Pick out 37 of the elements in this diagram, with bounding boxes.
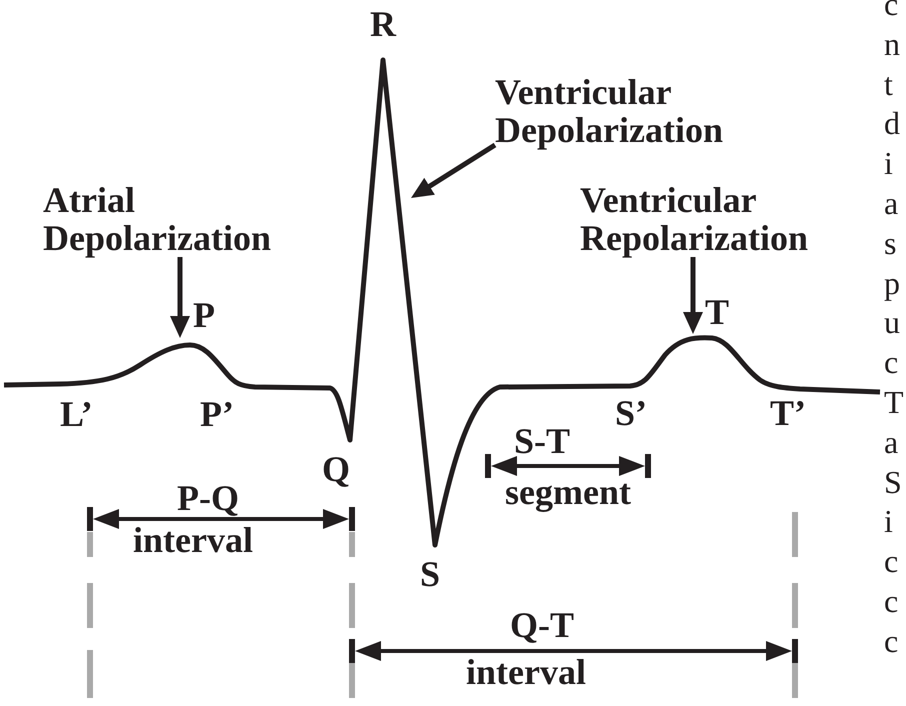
cropped-text: c: [884, 0, 900, 24]
cropped-text: t: [884, 67, 894, 104]
interval-label: segment: [505, 474, 631, 510]
cropped-text: T: [884, 385, 905, 422]
cropped-text: a: [884, 186, 900, 223]
wave-point-label: P: [193, 297, 215, 333]
wave-point-label: L’: [60, 396, 93, 432]
cropped-text: u: [884, 305, 901, 342]
cropped-text: S: [884, 465, 903, 502]
wave-point-label: T’: [770, 395, 806, 431]
interval-label: interval: [133, 522, 253, 558]
callout-label: Ventricular Depolarization: [495, 73, 724, 149]
cropped-text: n: [884, 27, 901, 64]
cropped-text: s: [884, 226, 898, 263]
interval-label: Q-T: [510, 607, 574, 643]
cropped-text: d: [884, 106, 901, 143]
wave-point-label: T: [705, 294, 730, 330]
wave-point-label: S’: [615, 395, 648, 431]
interval-label: interval: [466, 654, 586, 690]
cropped-text: c: [884, 624, 900, 661]
cropped-text: a: [884, 425, 900, 462]
cropped-text: c: [884, 544, 900, 581]
wave-point-label: R: [370, 6, 396, 42]
leader-arrow: [170, 257, 190, 338]
wave-point-label: Q: [322, 451, 350, 487]
callout-label: Atrial Depolarization: [43, 181, 272, 257]
cropped-text: c: [884, 345, 900, 382]
interval-label: P-Q: [177, 480, 239, 516]
wave-point-label: P’: [200, 396, 234, 432]
cropped-text: c: [884, 584, 900, 621]
leader-arrow: [411, 142, 496, 198]
cropped-text: i: [884, 504, 894, 541]
callout-label: Ventricular Repolarization: [580, 181, 809, 257]
cropped-text: i: [884, 146, 894, 183]
interval-label: S-T: [514, 423, 570, 459]
wave-point-label: S: [420, 556, 440, 592]
cropped-text: p: [884, 266, 901, 303]
